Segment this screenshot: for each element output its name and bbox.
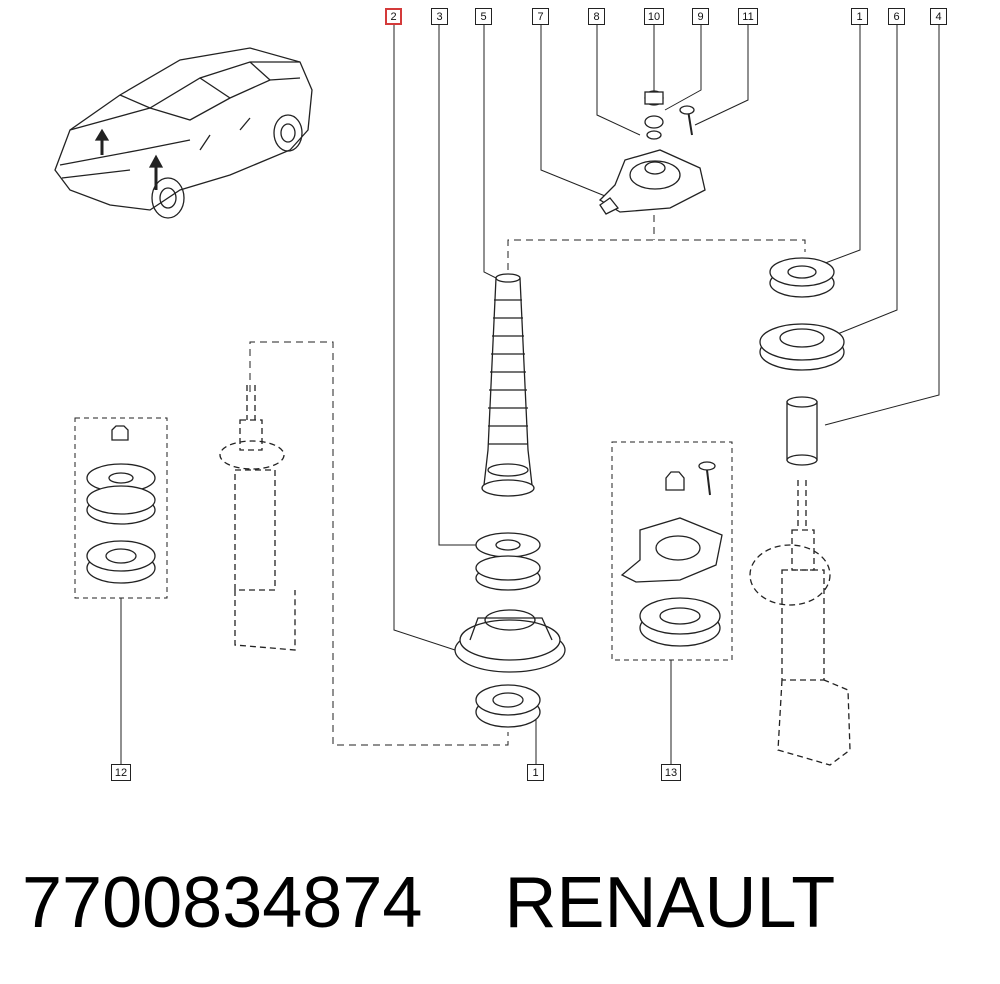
callout-1-top[interactable]: 1 [851,8,868,25]
callout-9[interactable]: 9 [692,8,709,25]
right-strut [749,480,851,766]
callout-10[interactable]: 10 [644,8,664,25]
right-column-parts [759,257,845,466]
callout-5[interactable]: 5 [475,8,492,25]
leader-lines [120,25,940,765]
spring-seat-stack [454,532,566,728]
callout-7[interactable]: 7 [532,8,549,25]
callout-2[interactable]: 2 [385,8,402,25]
car-illustration [54,47,313,219]
callout-11[interactable]: 11 [738,8,758,25]
part-caption: 7700834874 RENAULT [22,858,835,948]
kit-group-13 [611,441,733,661]
callout-12[interactable]: 12 [111,764,131,781]
callout-1-bottom[interactable]: 1 [527,764,544,781]
brand-name: RENAULT [504,863,836,943]
exploded-parts-diagram [54,25,940,766]
part-number: 7700834874 [22,863,423,943]
callout-8[interactable]: 8 [588,8,605,25]
dust-boot [481,273,535,497]
callout-4[interactable]: 4 [930,8,947,25]
callout-6[interactable]: 6 [888,8,905,25]
upper-mount-assembly [598,90,706,215]
left-strut [219,385,296,651]
kit-group-12 [74,417,168,599]
callout-3[interactable]: 3 [431,8,448,25]
dashed-connectors [249,215,806,746]
callout-13[interactable]: 13 [661,764,681,781]
